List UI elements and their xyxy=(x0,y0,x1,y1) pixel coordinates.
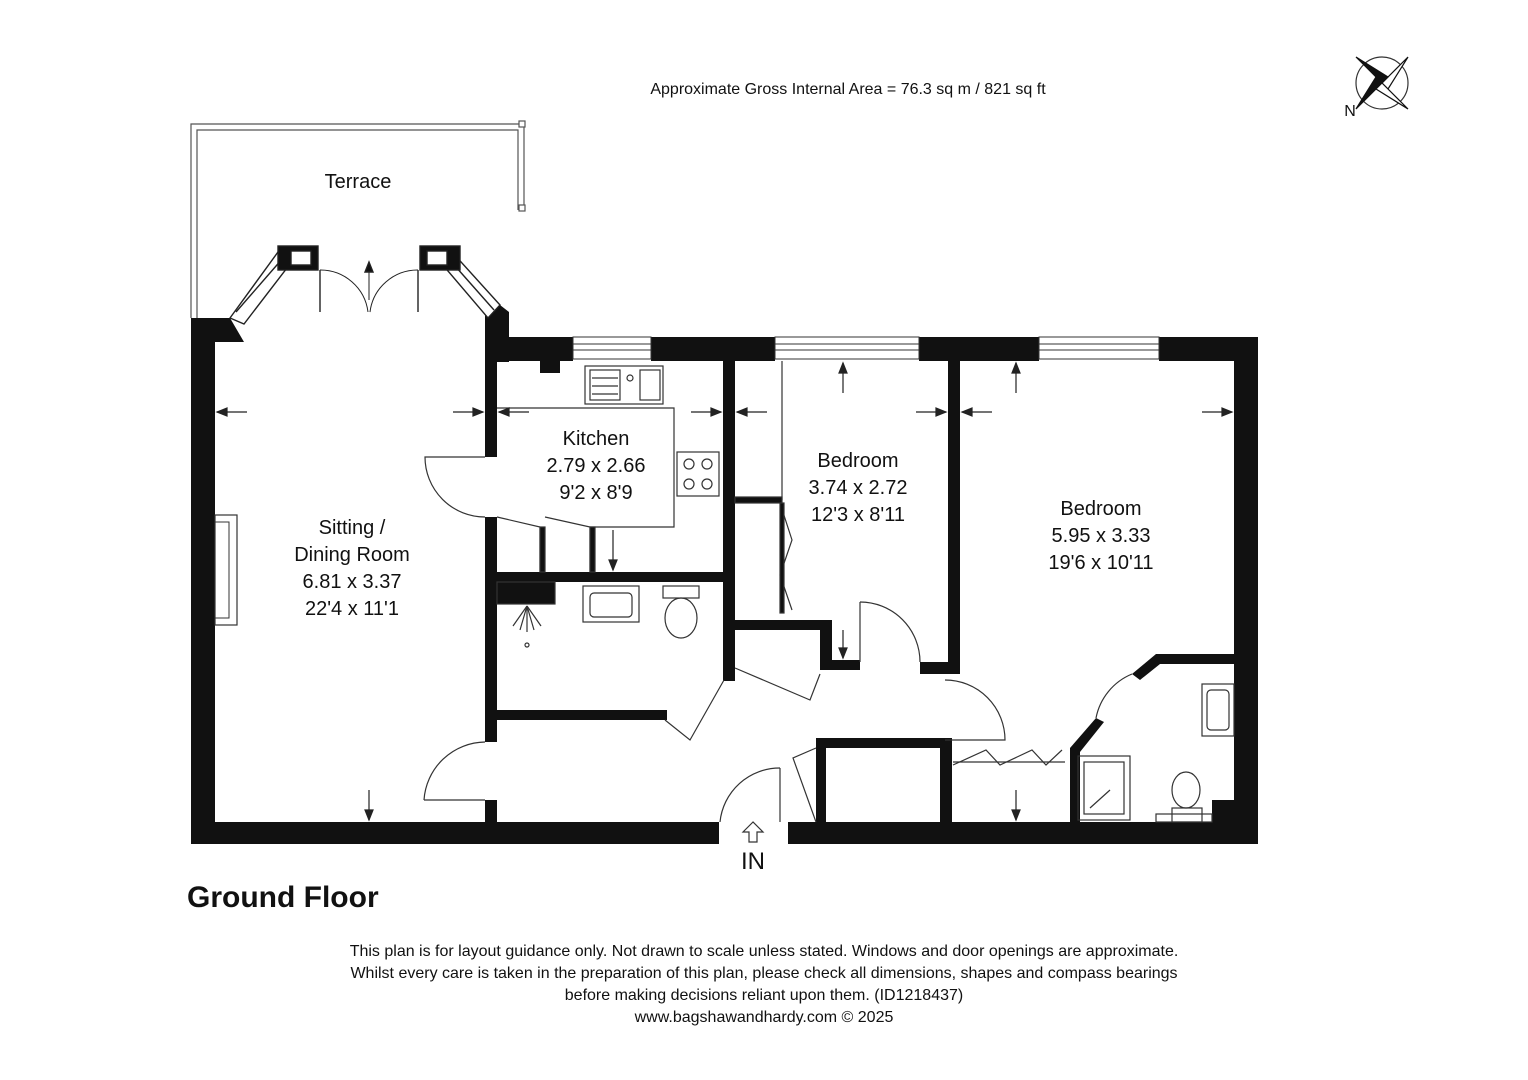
disclaimer-line3: before making decisions reliant upon the… xyxy=(564,987,964,1004)
kitchen-imperial: 9'2 x 8'9 xyxy=(559,482,632,504)
kitchen-fittings xyxy=(497,365,675,528)
disclaimer: This plan is for layout guidance only. N… xyxy=(0,941,1528,1029)
bathroom-fittings xyxy=(496,581,821,741)
compass-rose-icon xyxy=(1355,56,1409,110)
sitting-room-name-line2: Dining Room xyxy=(294,544,410,566)
disclaimer-line2: Whilst every care is taken in the prepar… xyxy=(350,965,1178,982)
bedroom2-imperial: 19'6 x 10'11 xyxy=(1048,552,1153,574)
kitchen-metric: 2.79 x 2.66 xyxy=(547,455,646,477)
hob-icon xyxy=(676,451,720,497)
entrance-arrow-icon xyxy=(741,821,765,843)
floor-title: Ground Floor xyxy=(187,881,379,914)
bedroom1-imperial: 12'3 x 8'11 xyxy=(811,504,905,526)
kitchen-cupboards xyxy=(424,456,596,573)
bedroom1-name: Bedroom xyxy=(817,450,898,472)
gross-area-text: Approximate Gross Internal Area = 76.3 s… xyxy=(650,81,1046,98)
bedroom1-wardrobe xyxy=(734,361,921,663)
compass-north-label: N xyxy=(1344,103,1356,120)
fireplace xyxy=(214,514,238,626)
terrace-label: Terrace xyxy=(325,171,392,193)
sitting-room-metric: 6.81 x 3.37 xyxy=(303,571,402,593)
entrance-label: IN xyxy=(741,848,765,875)
kitchen-name: Kitchen xyxy=(563,428,630,450)
bay-window xyxy=(228,245,501,325)
sitting-room-imperial: 22'4 x 11'1 xyxy=(305,598,399,620)
terrace-boundary xyxy=(190,120,526,318)
ensuite-fittings xyxy=(1077,683,1235,823)
exterior-walls xyxy=(191,305,1258,844)
bedroom1-metric: 3.74 x 2.72 xyxy=(809,477,908,499)
bedroom2-name: Bedroom xyxy=(1060,498,1141,520)
website-copyright: www.bagshawandhardy.com © 2025 xyxy=(634,1009,894,1026)
bedroom2-metric: 5.95 x 3.33 xyxy=(1052,525,1151,547)
sitting-room-name-line1: Sitting / xyxy=(319,517,386,539)
disclaimer-line1: This plan is for layout guidance only. N… xyxy=(349,943,1179,960)
hallway-doors xyxy=(423,673,1133,823)
dimension-arrows xyxy=(215,361,1234,822)
windows xyxy=(572,336,1160,360)
interior-walls xyxy=(485,337,1236,844)
